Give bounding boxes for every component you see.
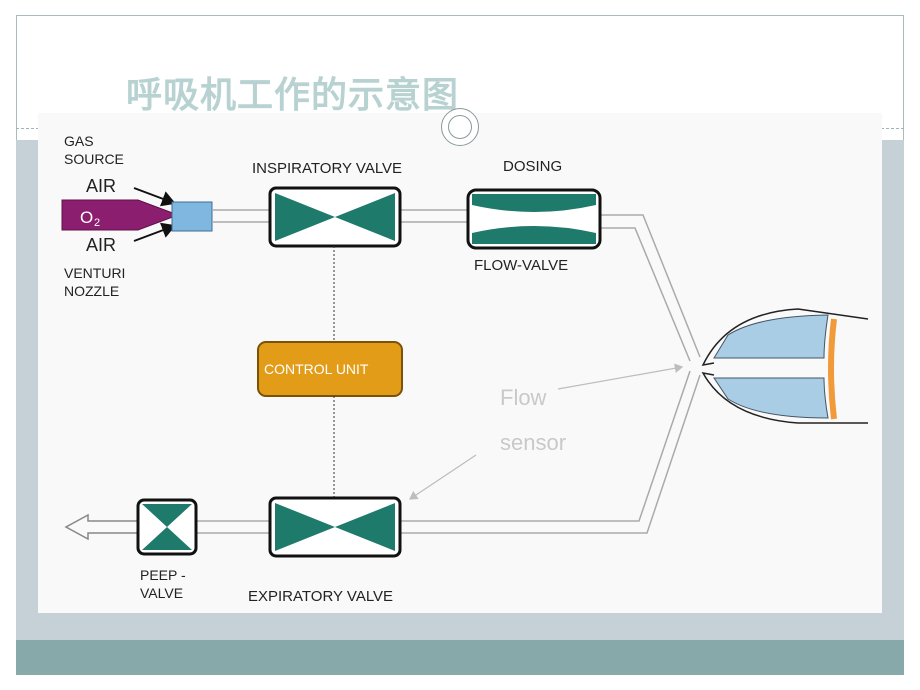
peep-label-line1: PEEP - — [140, 567, 186, 583]
peep-valve-symbol — [142, 504, 192, 550]
chest-wall-lower — [701, 371, 868, 424]
peep-label-line2: VALVE — [140, 585, 183, 601]
air-top-label: AIR — [86, 176, 116, 196]
tube-source-to-insp — [212, 209, 270, 223]
gas-source-label-line2: SOURCE — [64, 151, 124, 167]
flow-valve-label: FLOW-VALVE — [474, 257, 568, 274]
ventilator-diagram: GAS SOURCE AIR O 2 AIR VENTURI NOZZLE IN… — [38, 113, 882, 613]
venturi-mixer-box — [171, 201, 213, 232]
expiratory-valve-symbol — [275, 503, 395, 551]
dosing-valve-lower — [472, 226, 596, 244]
dosing-valve-upper — [472, 194, 596, 212]
exhaust-arrow — [64, 513, 138, 541]
flow-sensor-annotation-line1: Flow — [500, 385, 547, 410]
decorative-circle-ornament — [441, 108, 479, 146]
chest-wall-upper — [701, 308, 869, 367]
expiratory-valve-label: EXPIRATORY VALVE — [248, 588, 393, 605]
o2-nozzle — [61, 199, 180, 231]
o2-subscript: 2 — [94, 217, 100, 229]
tube-dosing-to-patient — [600, 214, 701, 362]
flow-sensor-pointer-lower — [409, 454, 477, 500]
o2-label: O — [80, 208, 93, 227]
footer-band — [16, 640, 904, 675]
control-unit-label: CONTROL UNIT — [264, 361, 369, 377]
lung-upper — [713, 314, 829, 359]
air-bottom-label: AIR — [86, 235, 116, 255]
inspiratory-valve-label: INSPIRATORY VALVE — [252, 160, 402, 177]
diagram-canvas: GAS SOURCE AIR O 2 AIR VENTURI NOZZLE IN… — [61, 133, 869, 605]
pleura — [828, 318, 837, 420]
air-bottom-arrow — [133, 222, 176, 242]
tube-patient-to-exp — [400, 370, 701, 534]
venturi-label-line2: NOZZLE — [64, 283, 119, 299]
flow-sensor-annotation-line2: sensor — [500, 430, 566, 455]
control-unit — [257, 341, 403, 397]
slide-title: 呼吸机工作的示意图 — [126, 75, 460, 116]
air-top-arrow — [133, 187, 176, 207]
gas-source-label-line1: GAS — [64, 133, 94, 149]
lung-lower — [713, 377, 829, 419]
flow-sensor-pointer-upper — [557, 363, 684, 390]
dosing-label: DOSING — [503, 158, 562, 175]
tube-insp-to-dosing — [400, 209, 468, 223]
venturi-label-line1: VENTURI — [64, 265, 125, 281]
tube-exp-to-peep — [196, 520, 270, 534]
inspiratory-valve-symbol — [275, 193, 395, 241]
